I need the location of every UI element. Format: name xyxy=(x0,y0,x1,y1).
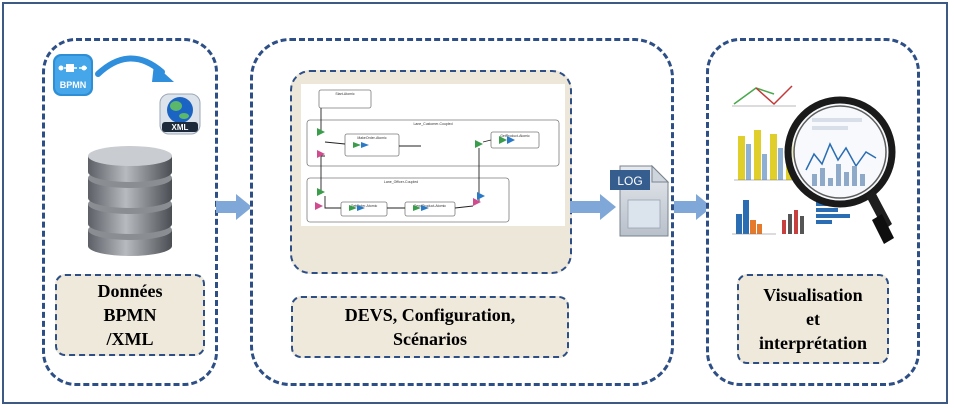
curved-arrow-head-icon xyxy=(152,64,174,82)
devs-model-diagram: Start-Atomic Lane_Customer-Coupled MakeO… xyxy=(301,84,565,226)
mini-column-chart xyxy=(732,200,776,235)
curved-arrow-icon xyxy=(95,55,165,77)
visualisation-label-line-3: interprétation xyxy=(759,333,867,354)
flow-arrow-1 xyxy=(216,194,252,220)
send-product-atomic xyxy=(404,201,456,217)
visualisation-label-line-2: et xyxy=(806,308,820,329)
visualisation-label-box: Visualisation et interprétation xyxy=(737,274,889,364)
diagram-frame: BPMN XML xyxy=(2,2,948,404)
get-order-atomic xyxy=(340,201,388,217)
database-icon xyxy=(88,146,172,256)
bpmn-to-xml-illustration: BPMN XML xyxy=(53,54,201,135)
flow-arrow-3 xyxy=(674,194,712,220)
magnifying-glass-icon xyxy=(784,96,896,244)
lane-customer-label: Lane_Customer-Coupled xyxy=(413,122,452,126)
mini-grouped-chart xyxy=(782,210,804,234)
xml-globe-icon: XML xyxy=(159,93,201,135)
simulation-label-line-2: Scénarios xyxy=(393,329,467,349)
diagram-connections xyxy=(320,108,492,209)
diagram-ports xyxy=(315,128,515,211)
analytics-illustration xyxy=(732,85,896,244)
visualisation-label-line-1: Visualisation xyxy=(763,284,863,305)
data-label-line-1: Données xyxy=(97,280,163,301)
mini-line-chart-red xyxy=(755,85,793,106)
start-atomic-label: Start-Atomic xyxy=(335,92,355,96)
make-order-label: MakeOrder-Atomic xyxy=(357,136,387,140)
bpmn-icon-label: BPMN xyxy=(60,80,87,90)
log-file-icon: LOG xyxy=(610,164,670,237)
simulation-label-line-1: DEVS, Configuration, xyxy=(344,304,516,325)
data-label-line-2: BPMN xyxy=(103,304,157,325)
get-product-label: GetProduct-Atomic xyxy=(500,134,530,138)
get-order-label: GetOrder-Atomic xyxy=(351,204,378,208)
start-atomic-block xyxy=(318,89,372,109)
bpmn-icon: BPMN xyxy=(53,54,93,96)
flow-arrow-2 xyxy=(570,194,616,220)
simulation-label-box: DEVS, Configuration, Scénarios xyxy=(291,296,569,358)
mini-line-chart-green xyxy=(733,87,775,105)
log-icon-label: LOG xyxy=(617,174,642,188)
make-order-atomic xyxy=(344,133,400,157)
xml-icon-label: XML xyxy=(172,123,189,132)
lane-officer-label: Lane_Officer-Coupled xyxy=(384,180,418,184)
data-label-box: Données BPMN /XML xyxy=(55,274,205,356)
send-product-label: SendProduct-Atomic xyxy=(414,204,446,208)
data-label-line-3: /XML xyxy=(106,329,154,350)
